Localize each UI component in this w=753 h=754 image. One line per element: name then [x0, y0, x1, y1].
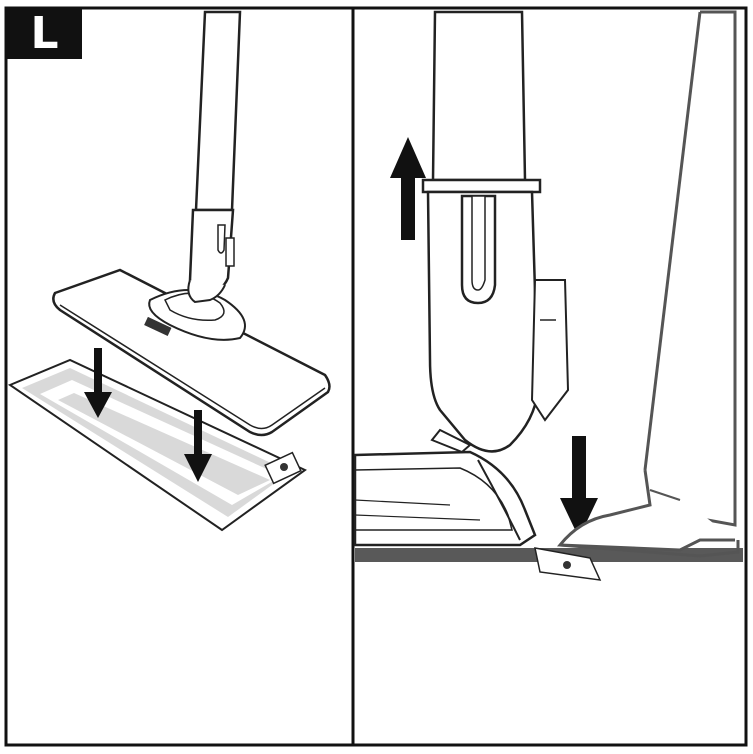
step-label-badge: L [7, 9, 82, 59]
outer-border [4, 6, 748, 747]
cleaning-pad-icon [534, 547, 602, 581]
down-arrow-icon [84, 348, 112, 418]
right-panel [353, 10, 743, 581]
mop-icon [52, 10, 331, 437]
foot-icon [556, 10, 740, 558]
left-panel [7, 10, 331, 532]
mop-base [353, 428, 537, 547]
down-arrow-icon [184, 410, 212, 482]
mop-icon [421, 10, 570, 453]
down-arrow-icon [560, 436, 598, 538]
up-arrow-icon [390, 137, 426, 240]
